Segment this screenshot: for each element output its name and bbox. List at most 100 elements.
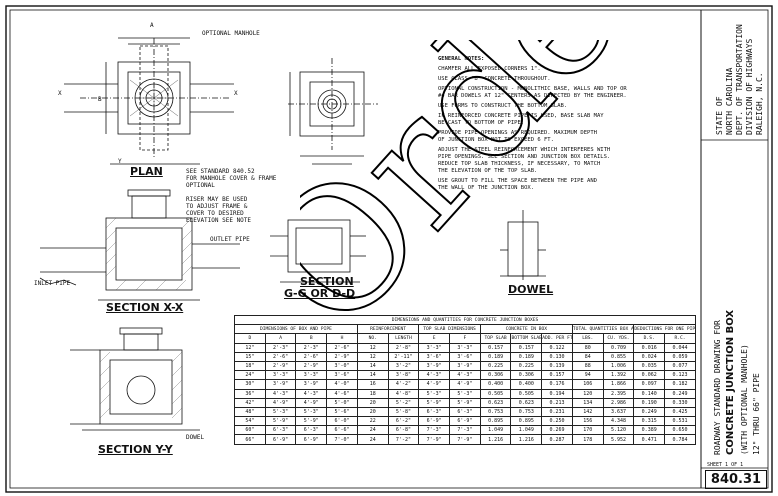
note-7: BE CAST TO BOTTOM OF PIPE.	[438, 120, 525, 126]
table-cell: 4'-9"	[449, 379, 481, 390]
table-col-header: LBS.	[571, 333, 604, 344]
table-cell: 16	[356, 379, 389, 390]
table-cell: 84	[571, 351, 604, 362]
table-cell: 0.623	[479, 397, 512, 408]
table-cell: 0.123	[664, 370, 696, 381]
note-13: THE ELEVATION OF THE TOP SLAB.	[438, 168, 538, 174]
table-cell: 0.531	[664, 416, 696, 427]
table-cell: 178	[571, 434, 604, 445]
tb-state-2: NORTH CAROLINA	[725, 67, 734, 135]
table-col-header: CU. YDS.	[602, 333, 635, 344]
section-xx-title: SECTION X-X	[106, 301, 184, 314]
table-cell: 80	[571, 342, 604, 353]
table-cell: 3'-9"	[418, 360, 451, 372]
note-11: PIPE OPENINGS. SEE SECTION AND JUNCTION …	[438, 154, 611, 160]
group-reinforcement: REINFORCEMENT	[356, 324, 420, 335]
table-cell: 7'-3"	[418, 425, 451, 436]
table-cell: 0.194	[541, 388, 573, 399]
table-cell: 0.059	[664, 351, 696, 362]
table-cell: 7'-2"	[387, 434, 420, 445]
tb-state-1: STATE OF	[715, 96, 724, 135]
table-cell: 0.157	[541, 370, 573, 381]
table-cell: 6'-0"	[326, 416, 358, 427]
table-cell: 2.395	[602, 388, 635, 399]
table-cell: 0.650	[664, 425, 696, 436]
table-cell: 2'-9"	[295, 360, 328, 372]
table-cell: 48"	[234, 406, 266, 418]
table-cell: 4'-3"	[295, 388, 328, 399]
table-cell: 6'-3"	[418, 406, 451, 418]
table-cell: 142	[571, 406, 604, 418]
table-cell: 0.753	[479, 406, 512, 418]
section-yy-title: SECTION Y-Y	[98, 443, 173, 456]
table-cell: 4'-2"	[387, 379, 420, 390]
table-cell: 0.400	[510, 379, 543, 390]
table-cell: 24"	[234, 370, 266, 381]
table-cell: 0.024	[633, 351, 666, 362]
table-cell: 0.306	[510, 370, 543, 381]
table-cell: 0.157	[510, 342, 543, 353]
table-cell: 0.784	[664, 434, 696, 445]
tb-main-title: CONCRETE JUNCTION BOX	[725, 309, 736, 455]
table-cell: 0.157	[479, 342, 512, 353]
note-8: PROVIDE PIPE OPENINGS AS REQUIRED. MAXIM…	[438, 130, 597, 136]
group-concrete: CONCRETE IN BOX	[479, 324, 573, 335]
table-cell: 5'-9"	[264, 416, 297, 427]
general-notes: GENERAL NOTES: CHAMFER ALL EXPOSED CORNE…	[438, 56, 700, 195]
note-5: USE FORMS TO CONSTRUCT THE BOTTOM SLAB.	[438, 103, 568, 109]
table-cell: 3'-3"	[295, 370, 328, 381]
table-cell: 20	[356, 406, 389, 418]
table-cell: 5'-3"	[449, 388, 481, 399]
table-col-header: BOTTOM SLAB	[510, 333, 543, 344]
dim-b: B	[98, 96, 102, 103]
plan-title: PLAN	[130, 165, 163, 178]
table-cell: 5'-0"	[326, 397, 358, 408]
optional-label: OPTIONAL	[186, 182, 215, 189]
table-cell: 3'-0"	[326, 360, 358, 372]
table-cell: 2'-6"	[326, 342, 358, 353]
table-cell: 0.176	[541, 379, 573, 390]
table-cell: 0.044	[664, 342, 696, 353]
table-cell: 3'-9"	[449, 360, 481, 372]
table-cell: 106	[571, 379, 604, 390]
table-cell: 14	[356, 360, 389, 372]
table-cell: 0.225	[479, 360, 512, 372]
table-cell: 0.389	[633, 425, 666, 436]
table-cell: 20	[356, 397, 389, 408]
table-cell: 2'-8"	[387, 342, 420, 353]
table-cell: 3'-9"	[264, 379, 297, 390]
table-cell: 6'-8"	[387, 425, 420, 436]
tb-sub-title: (WITH OPTIONAL MANHOLE)	[740, 344, 749, 455]
note-2: USE CLASS "B" CONCRETE THROUGHOUT.	[438, 76, 551, 82]
table-cell: 12"	[234, 342, 266, 353]
tb-range: 12" THRU 66" PIPE	[752, 373, 761, 455]
table-cell: 5'-6"	[326, 406, 358, 418]
note-4: #4 BAR DOWELS AT 12" CENTERS AS DIRECTED…	[438, 93, 627, 99]
table-cell: 0.315	[633, 416, 666, 427]
table-cell: 36"	[234, 388, 266, 399]
table-cell: 0.287	[541, 434, 573, 445]
table-cell: 3'-9"	[295, 379, 328, 390]
table-cell: 2'-9"	[264, 360, 297, 372]
table-cell: 0.062	[633, 370, 666, 381]
table-cell: 2'-3"	[295, 342, 328, 353]
see-std-label: SEE STANDARD 840.52	[186, 168, 255, 175]
table-cell: 3'-6"	[418, 351, 451, 362]
table-cell: 4'-0"	[326, 379, 358, 390]
table-cell: 4'-9"	[264, 397, 297, 408]
table-cell: 7'-0"	[326, 434, 358, 445]
dim-a: A	[150, 22, 154, 29]
section-gg-title: SECTION	[300, 275, 354, 288]
table-cell: 0.505	[479, 388, 512, 399]
dim-x-left: X	[58, 90, 62, 97]
table-cell: 0.895	[510, 416, 543, 427]
table-cell: 94	[571, 370, 604, 381]
table-cell: 6'-9"	[264, 434, 297, 445]
table-cell: 2.986	[602, 397, 635, 408]
riser-note-1: RISER MAY BE USED	[186, 196, 248, 203]
